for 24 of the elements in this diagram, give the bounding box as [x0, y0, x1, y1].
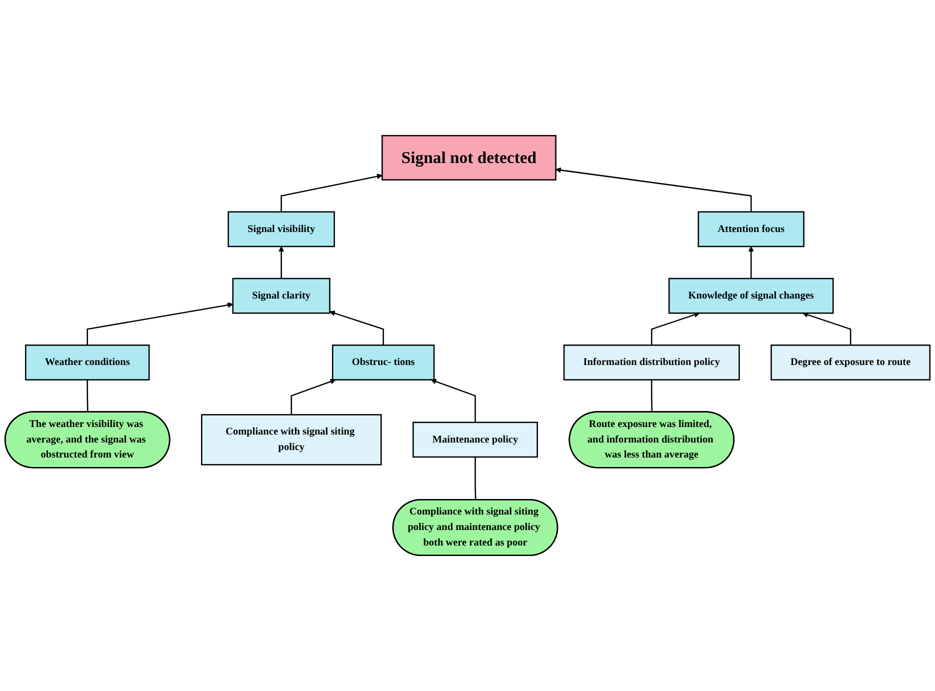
node-box: Signal clarity — [232, 278, 330, 314]
connector — [474, 457, 476, 500]
node-box: Information distribution policy — [563, 344, 740, 380]
arrow — [650, 312, 700, 346]
node-box: Knowledge of signal changes — [668, 278, 834, 314]
node-box: Weather conditions — [25, 344, 150, 380]
node-box: Degree of exposure to route — [770, 344, 931, 380]
arrow — [290, 378, 336, 415]
node-box: Obstruc- tions — [332, 344, 435, 380]
arrow — [748, 246, 754, 279]
node-box: Attention focus — [698, 211, 804, 248]
node-box: Maintenance policy — [412, 422, 538, 458]
arrow — [329, 310, 384, 346]
arrow — [278, 246, 284, 279]
arrow — [280, 174, 382, 212]
arrow — [802, 312, 852, 346]
node-box: Compliance with signal siting policy — [201, 414, 382, 466]
arrow — [556, 167, 752, 212]
node-box: Signal not detected — [382, 134, 556, 180]
node-box: Signal visibility — [228, 211, 335, 248]
arrow — [86, 302, 234, 346]
connector — [650, 380, 653, 412]
connector — [86, 380, 88, 412]
arrow — [430, 378, 476, 422]
